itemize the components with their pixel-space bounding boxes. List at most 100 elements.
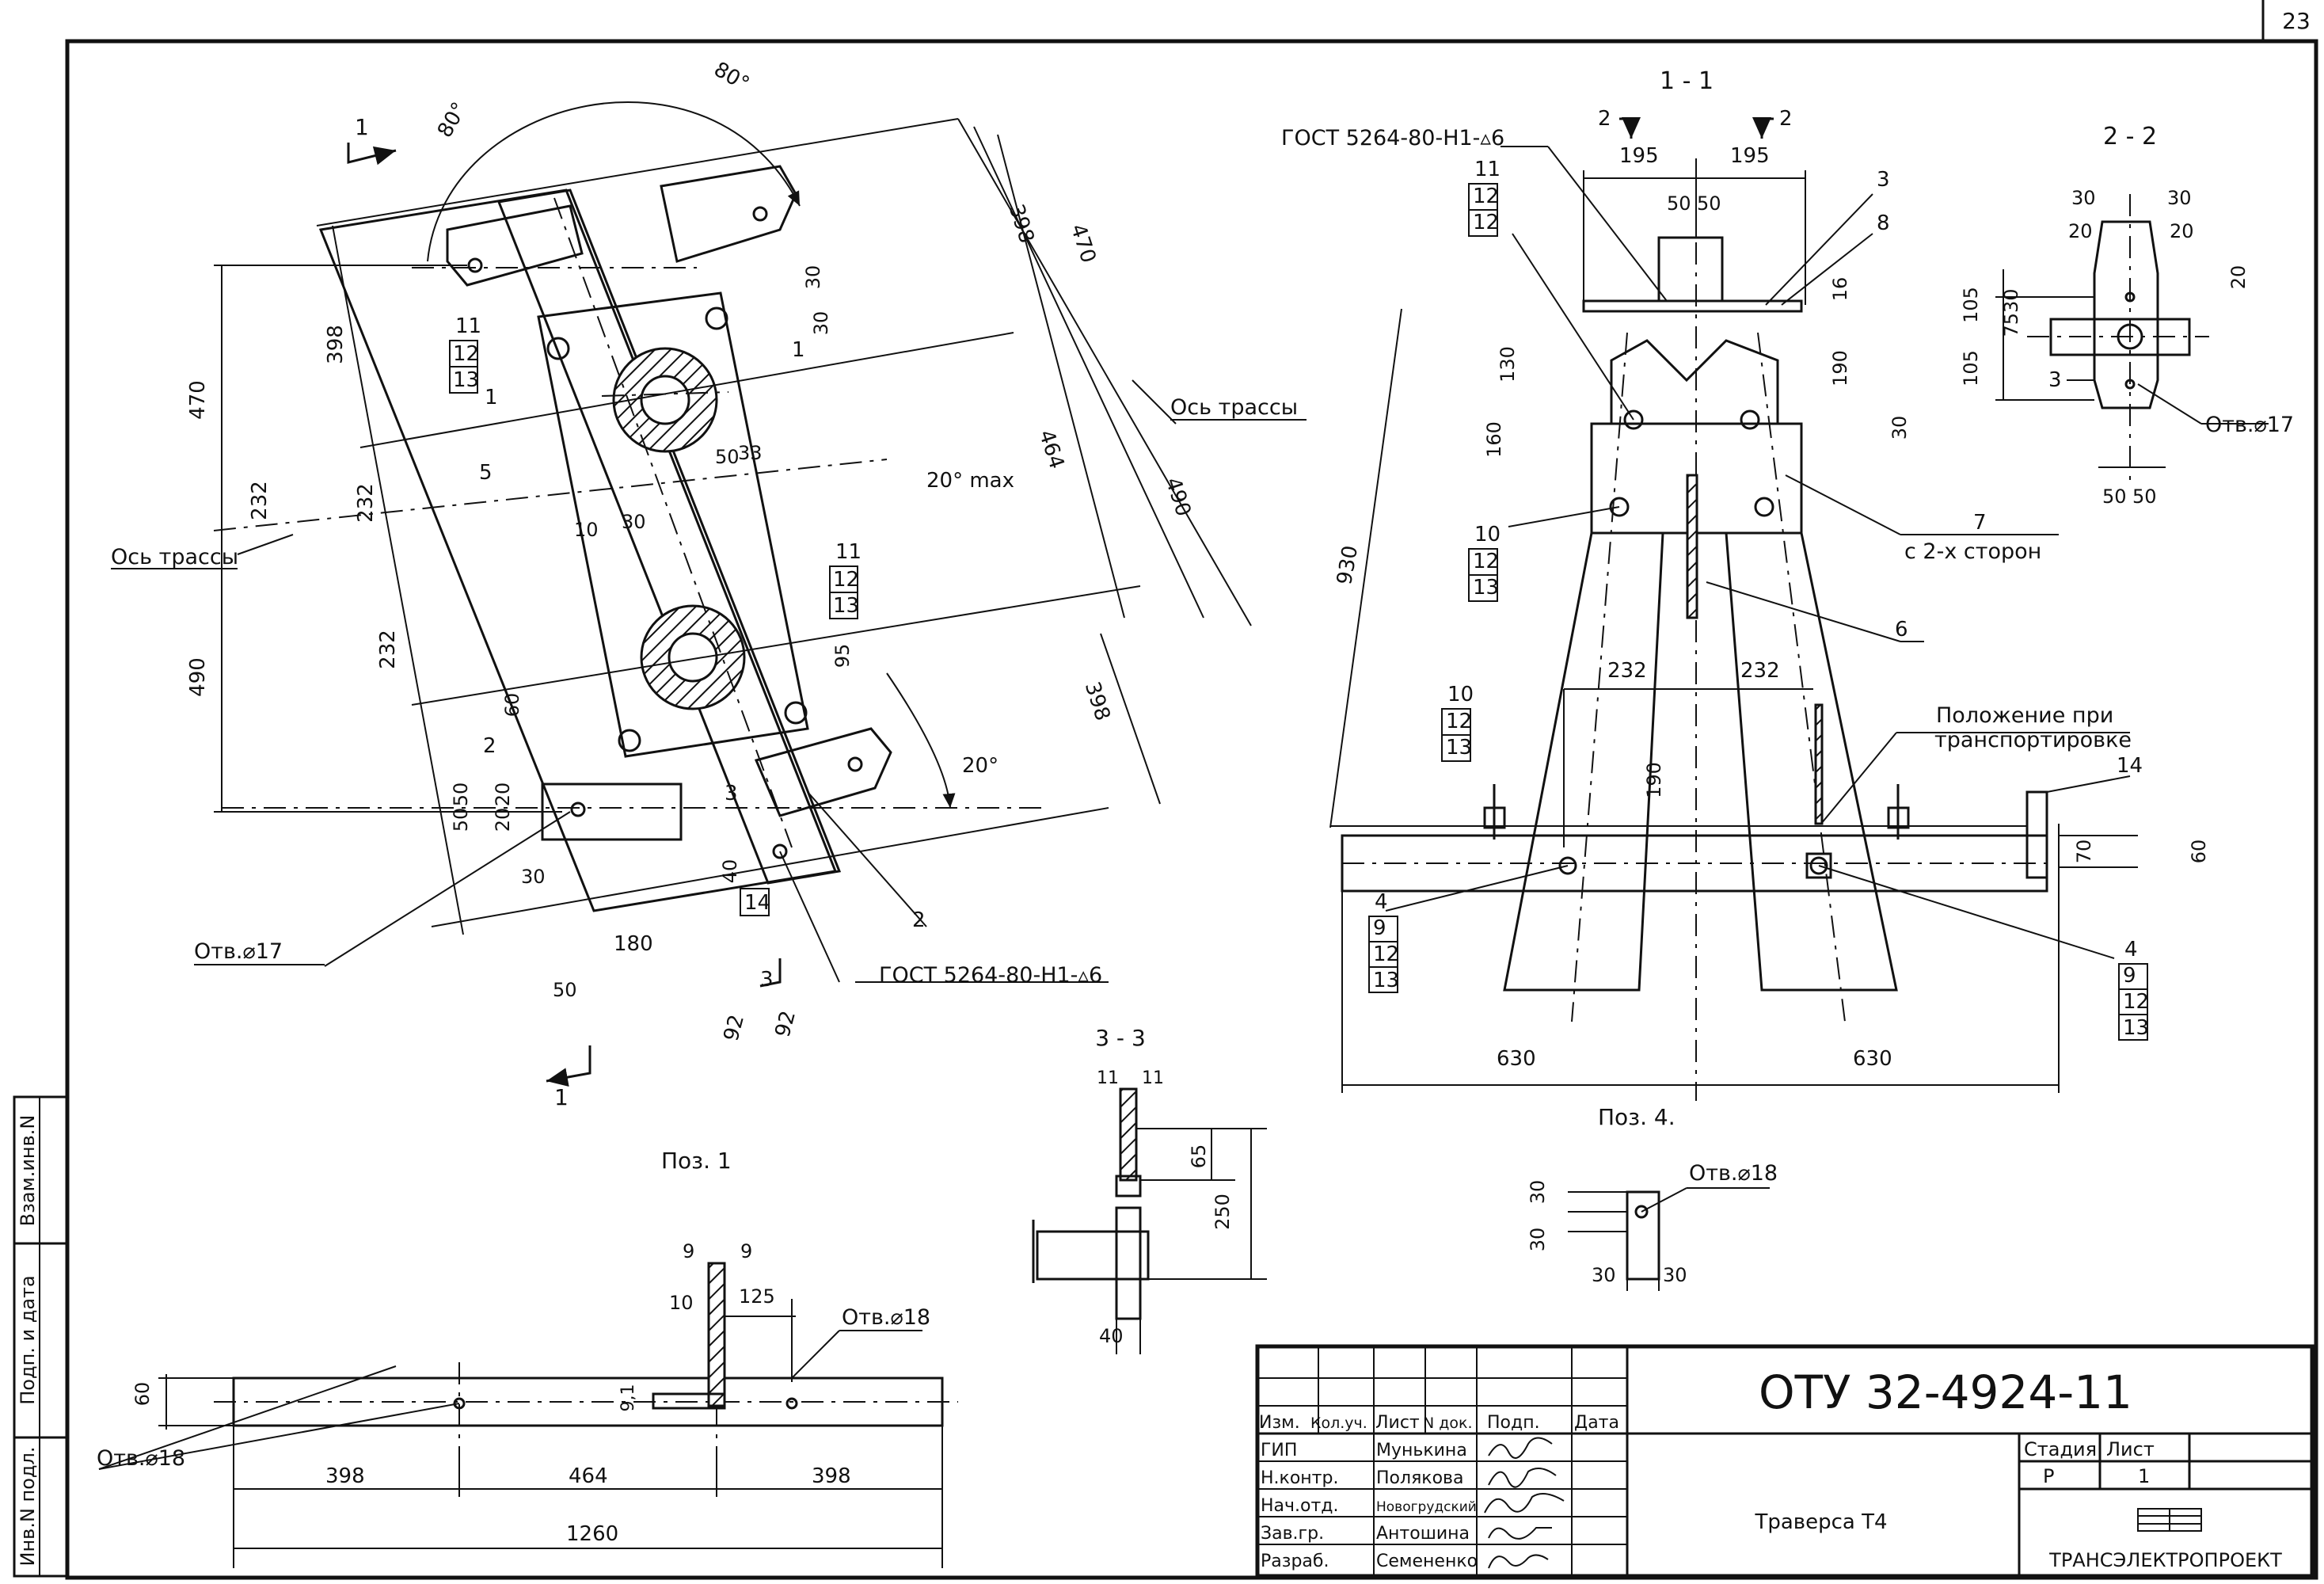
inner-plate	[537, 291, 809, 758]
hole-note-bar-left: Отв.⌀18	[97, 1446, 185, 1471]
svg-text:30: 30	[1663, 1264, 1687, 1286]
svg-text:232: 232	[1607, 659, 1647, 683]
svg-text:630: 630	[1853, 1047, 1892, 1071]
svg-text:9: 9	[1373, 916, 1386, 940]
svg-text:630: 630	[1497, 1047, 1536, 1071]
svg-text:5: 5	[479, 461, 493, 485]
svg-text:470: 470	[186, 380, 210, 420]
hole-icon	[1634, 1205, 1649, 1219]
hole-icon	[1558, 856, 1577, 875]
arm-tab-top	[446, 204, 584, 287]
view-pos1-plan: 1 1 3 3 Ось трассы Ось трассы Отв.⌀17 ГО…	[111, 58, 1307, 1174]
frame: 23	[65, 0, 2318, 1580]
svg-text:50: 50	[450, 782, 472, 807]
rod	[1686, 474, 1698, 619]
svg-text:10: 10	[1474, 523, 1501, 546]
signature-gip	[1488, 1437, 1553, 1459]
pos1-title: Поз. 1	[661, 1148, 732, 1174]
svg-text:Кол.уч.: Кол.уч.	[1310, 1415, 1367, 1432]
svg-text:13: 13	[833, 594, 859, 618]
hole-icon	[1809, 856, 1828, 875]
section-2-2-bar	[2049, 318, 2191, 356]
view-bottom-bar: Отв.⌀18 Отв.⌀18 60 9 9 10 125 9,1 398 46…	[97, 1240, 958, 1568]
svg-text:20: 20	[2068, 220, 2093, 242]
svg-text:13: 13	[1373, 969, 1399, 992]
hole-note-bar-right: Отв.⌀18	[842, 1305, 930, 1330]
document-code: ОТУ 32-4924-11	[1759, 1365, 2132, 1419]
svg-text:13: 13	[2123, 1016, 2149, 1040]
svg-text:Мунькина: Мунькина	[1376, 1441, 1467, 1460]
svg-text:232: 232	[1740, 659, 1780, 683]
svg-text:232: 232	[376, 630, 400, 669]
rod-transport	[1814, 703, 1824, 825]
svg-text:60: 60	[501, 693, 523, 718]
company-name: ТРАНСЭЛЕКТРОПРОЕКТ	[2048, 1549, 2282, 1571]
svg-text:30: 30	[1888, 416, 1911, 440]
svg-text:Лист: Лист	[2106, 1438, 2155, 1460]
svg-text:105: 105	[1960, 350, 1982, 386]
svg-text:13: 13	[453, 368, 479, 392]
svg-text:12: 12	[1473, 550, 1499, 573]
weld-note-pos1: ГОСТ 5264-80-Н1-▵6	[879, 963, 1102, 988]
svg-text:398: 398	[1080, 679, 1115, 723]
svg-text:232: 232	[248, 481, 272, 520]
svg-text:9: 9	[740, 1240, 752, 1262]
signature-developer	[1488, 1554, 1549, 1569]
svg-text:398: 398	[325, 1464, 365, 1488]
svg-text:80°: 80°	[433, 98, 472, 142]
svg-text:1: 1	[554, 1084, 569, 1110]
sheet-number: 23	[2282, 8, 2311, 34]
stamp-replace-inv: Взам.инв.N	[17, 1115, 39, 1227]
note-transport-1: Положение при	[1936, 703, 2113, 728]
note-transport-2: транспортировке	[1934, 728, 2132, 752]
section-1-1-title: 1 - 1	[1660, 67, 1714, 95]
svg-text:11: 11	[1097, 1068, 1119, 1088]
svg-text:2: 2	[1598, 107, 1611, 131]
svg-text:195: 195	[1619, 144, 1659, 168]
svg-text:4: 4	[2124, 938, 2138, 961]
svg-text:10: 10	[669, 1292, 694, 1314]
pos4-title: Поз. 4.	[1598, 1104, 1675, 1130]
section-3-3-rod	[1119, 1087, 1138, 1182]
svg-text:398: 398	[324, 325, 348, 364]
svg-text:490: 490	[186, 657, 210, 697]
svg-text:12: 12	[453, 342, 479, 366]
view-plate-hole18: Отв.⌀18 30 30 30 30	[1527, 1161, 1778, 1291]
svg-text:ГИП: ГИП	[1261, 1441, 1297, 1460]
svg-text:Лист: Лист	[1375, 1413, 1420, 1433]
svg-text:1: 1	[485, 386, 498, 409]
svg-text:30: 30	[1527, 1180, 1549, 1205]
svg-text:92: 92	[771, 1008, 801, 1040]
route-axis	[213, 459, 888, 531]
signature-head-dept	[1484, 1493, 1565, 1514]
svg-text:1: 1	[2138, 1465, 2150, 1487]
section-3-3-beam	[1036, 1230, 1150, 1281]
svg-text:11: 11	[835, 540, 862, 564]
svg-text:80°: 80°	[709, 58, 753, 97]
side-stamp-frame	[13, 1095, 69, 1578]
svg-text:2: 2	[1779, 107, 1793, 131]
hole-note-plate: Отв.⌀18	[1689, 1161, 1778, 1186]
svg-text:50: 50	[715, 446, 740, 468]
signature-norm-control	[1488, 1468, 1557, 1488]
svg-text:13: 13	[1473, 576, 1499, 600]
hole-icon	[1754, 497, 1774, 517]
svg-text:Нач.отд.: Нач.отд.	[1261, 1496, 1339, 1516]
svg-text:1: 1	[355, 114, 369, 140]
document-name: Траверса Т4	[1754, 1510, 1887, 1534]
nut-icon	[1887, 784, 1910, 840]
svg-text:125: 125	[739, 1285, 775, 1308]
svg-text:12: 12	[833, 568, 859, 592]
svg-text:30: 30	[1592, 1264, 1616, 1286]
svg-text:60: 60	[131, 1382, 154, 1407]
svg-text:Разраб.: Разраб.	[1261, 1552, 1329, 1571]
svg-text:Р: Р	[2043, 1465, 2054, 1487]
svg-text:250: 250	[1211, 1194, 1234, 1230]
svg-text:12: 12	[1373, 942, 1399, 966]
company-logo-icon	[2137, 1508, 2202, 1532]
svg-text:8: 8	[1877, 211, 1890, 235]
svg-text:11: 11	[455, 314, 481, 338]
svg-text:1: 1	[792, 338, 805, 362]
channel-strip	[496, 188, 842, 885]
angle-20: 20°	[962, 754, 998, 778]
